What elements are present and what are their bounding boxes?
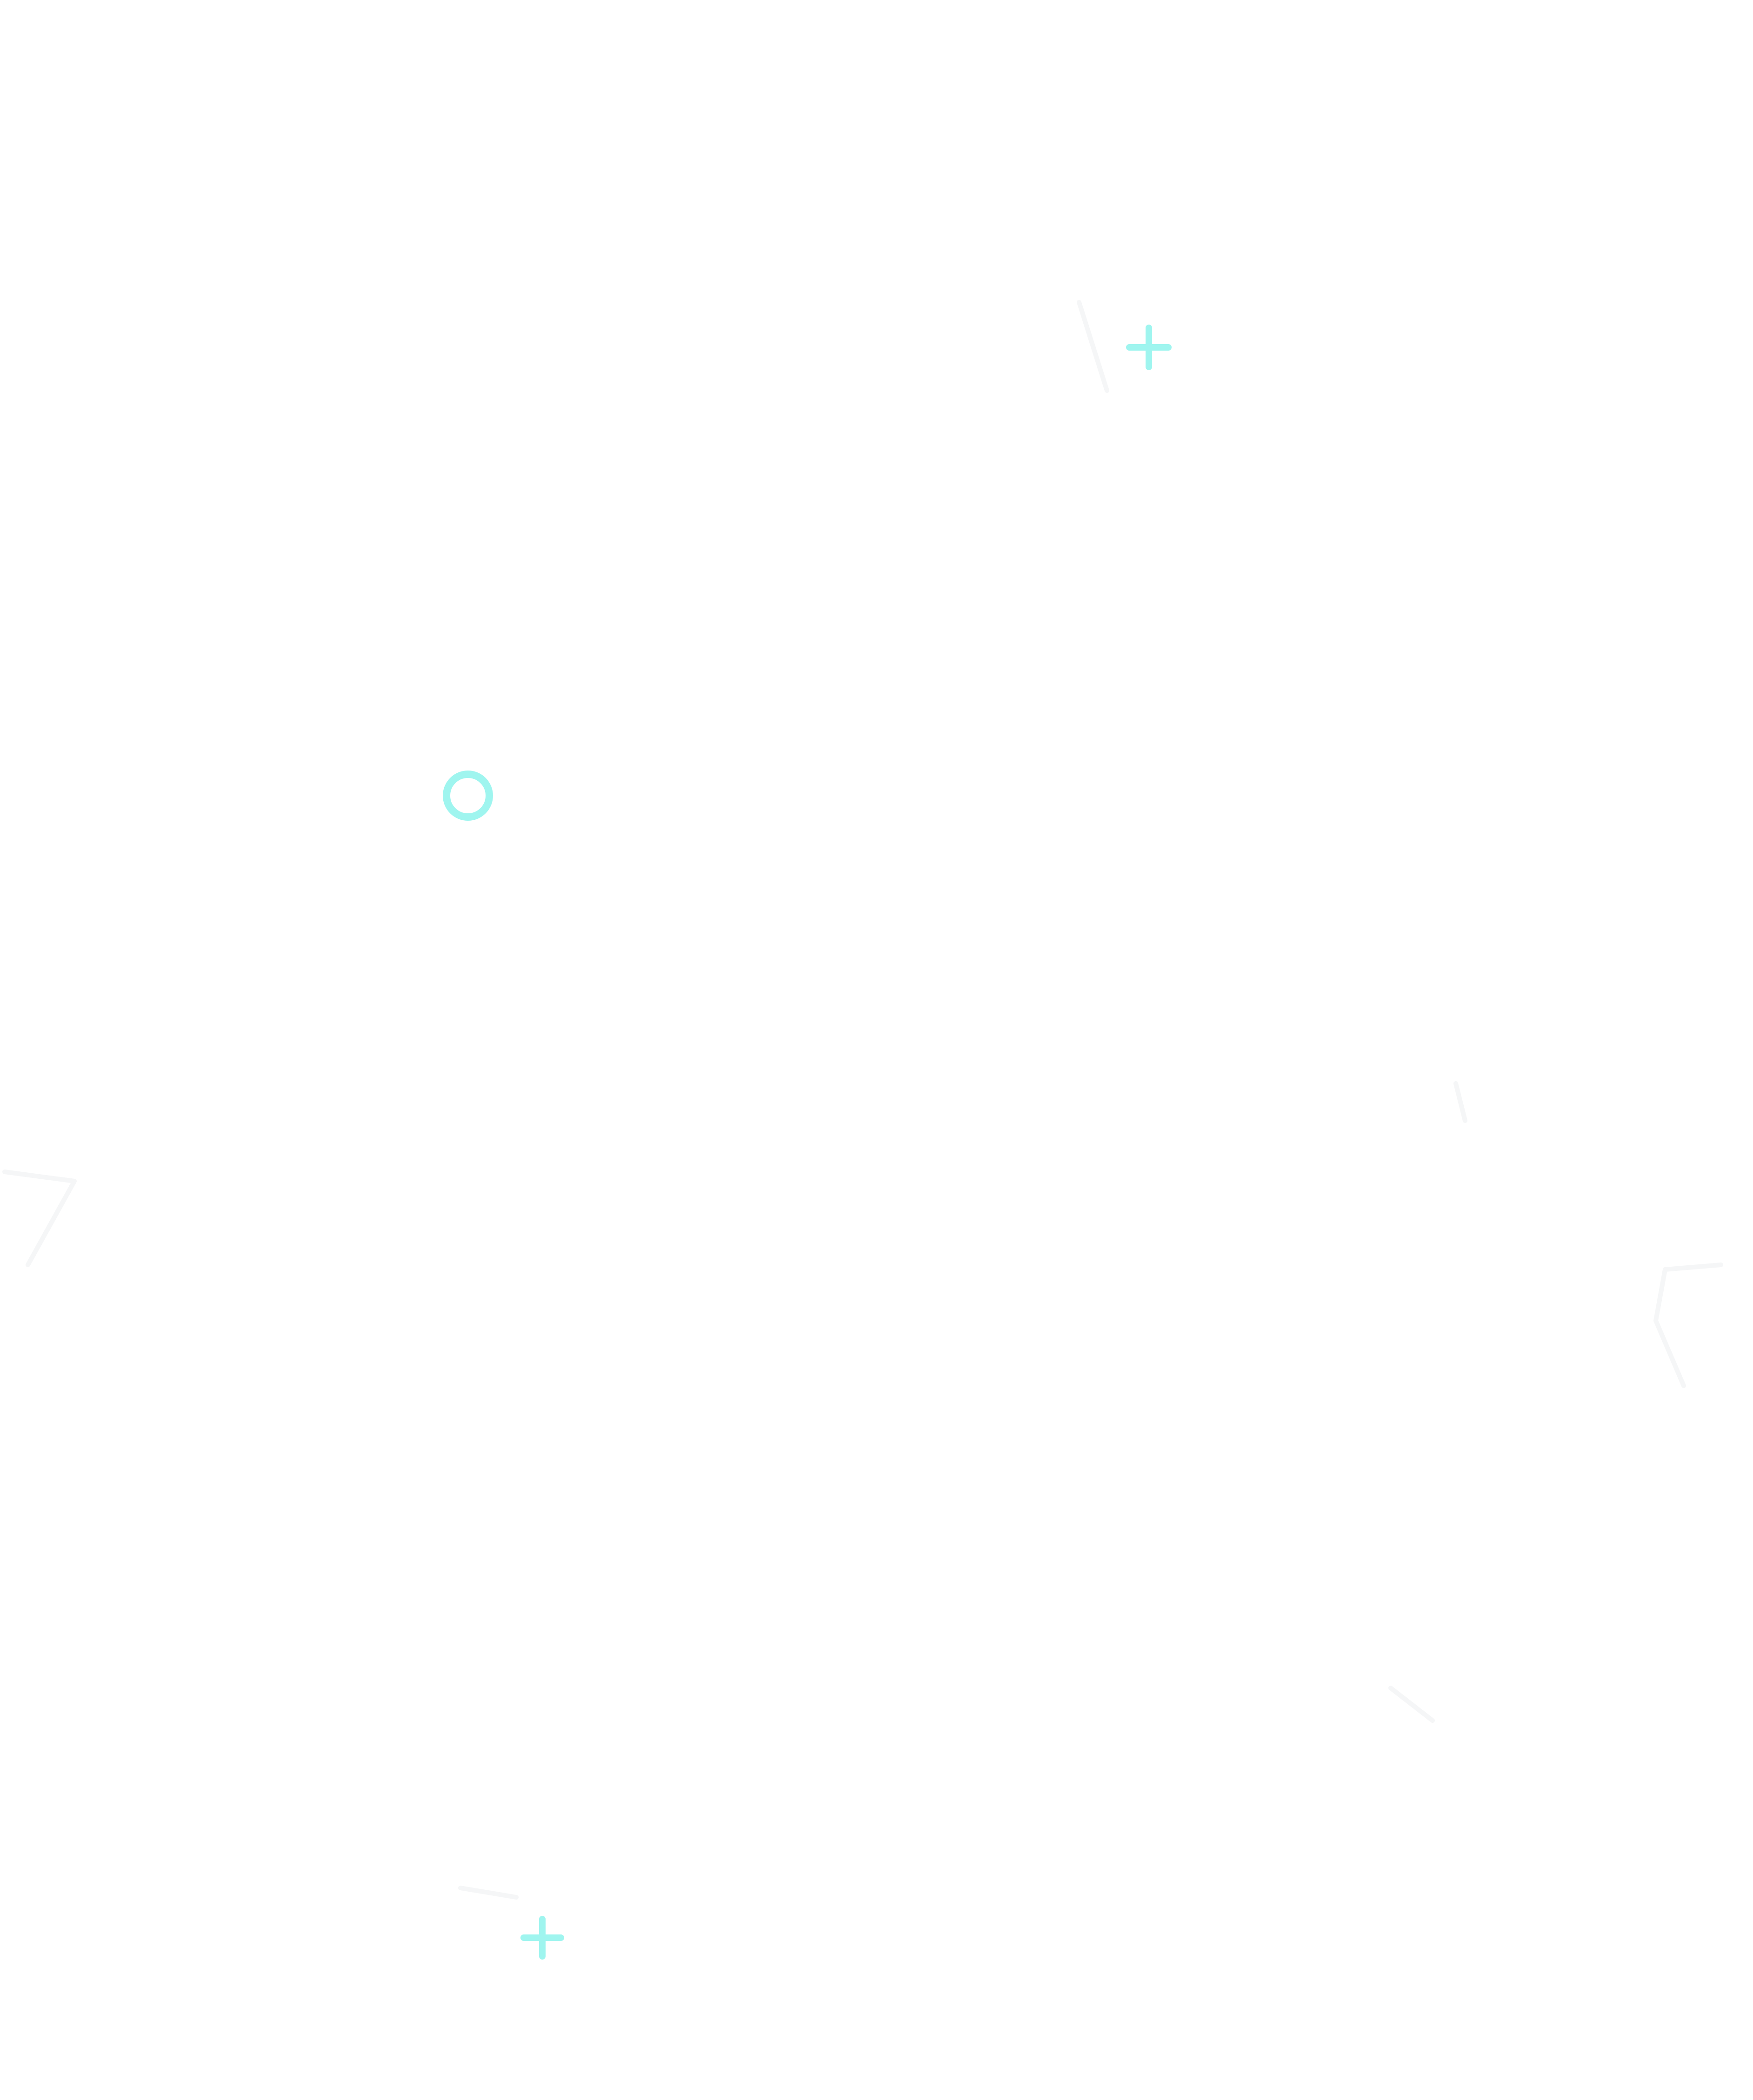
- faint-triangle-shape: [2, 1170, 77, 1267]
- faint-bracket-shape: [1653, 1263, 1723, 1388]
- faint-shape: [1077, 300, 1109, 393]
- faint-shape: [1388, 1686, 1435, 1723]
- plus-icon: [1126, 325, 1172, 370]
- plus-icon: [520, 1916, 564, 1960]
- faint-shape: [1453, 1081, 1467, 1123]
- ghost-shapes-group: [2, 300, 1723, 1900]
- ring-icon: [443, 771, 493, 821]
- faint-shape: [458, 1886, 519, 1900]
